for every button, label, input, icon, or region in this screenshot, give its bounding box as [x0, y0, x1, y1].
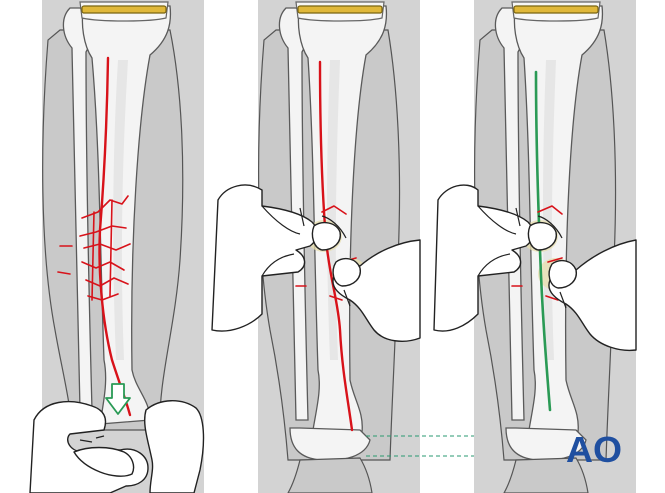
panel-1-knee-ring — [82, 6, 166, 13]
panel-2-foot — [288, 458, 372, 493]
panel-2-knee-ring — [298, 6, 382, 13]
panel-1 — [30, 0, 204, 493]
panel-3-knee-ring — [514, 6, 598, 13]
ao-logo: AO — [566, 429, 622, 470]
panel-3 — [434, 0, 636, 493]
